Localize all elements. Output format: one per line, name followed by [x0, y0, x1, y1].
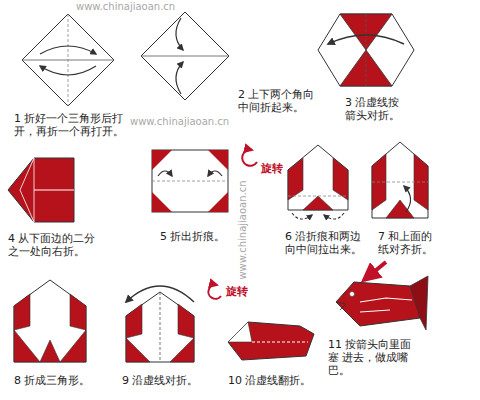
step9-figure-part [170, 338, 194, 362]
step3-figure-part [328, 35, 404, 44]
step11-figure-part [350, 292, 355, 297]
step5-figure-part [208, 171, 222, 176]
step6-figure [288, 145, 348, 219]
step-caption: 10 沿虚线翻折。 [228, 374, 312, 387]
step3-figure-part [318, 14, 414, 86]
step8-figure-part [14, 330, 40, 362]
step-caption: 11 按箭头向里面塞 进去，做成嘴巴。 [328, 338, 420, 377]
rotate-icon-part [208, 285, 221, 299]
step9-figure-part [126, 338, 150, 362]
step8-figure [14, 280, 86, 362]
step-caption: 7 和上面的 纸对齐折。 [378, 230, 437, 256]
step9-figure [126, 286, 194, 362]
step8-figure-part [70, 294, 86, 330]
rotate-icon [208, 285, 221, 299]
step8-figure-part [14, 280, 86, 362]
step6-figure-part [288, 196, 348, 197]
step9-figure-part [126, 286, 194, 302]
step11-figure-part [410, 276, 428, 330]
step6-figure-part [333, 158, 348, 200]
step8-figure-part [60, 330, 86, 362]
step11-figure-part [364, 262, 386, 280]
step6-figure-part [303, 196, 333, 210]
step3-figure-part [366, 14, 367, 86]
step10-figure-part [252, 342, 308, 343]
step7-figure-part [372, 142, 428, 218]
step9-figure-part [160, 292, 161, 362]
step7-figure-part [414, 154, 428, 210]
rotate-icon [242, 150, 257, 166]
step4-figure [8, 158, 74, 222]
step-caption: 8 折成三角形。 [14, 374, 91, 387]
step1-figure-part [22, 14, 114, 106]
step10-figure [228, 322, 314, 360]
step7-figure [372, 142, 428, 218]
step2-figure-part [176, 18, 183, 50]
step2-figure-part [141, 12, 229, 100]
step11-figure-part [336, 282, 420, 326]
step11-figure [336, 262, 428, 330]
step9-figure-part [178, 304, 194, 338]
step5-figure-part [208, 192, 228, 212]
step8-figure-part [40, 340, 60, 362]
step8-figure-part [14, 294, 30, 330]
step6-figure-part [288, 158, 303, 200]
step6-figure-part [324, 213, 344, 219]
step-caption: 2 上下两个角向 中间折起来。 [238, 88, 317, 114]
rotate-label: 旋转 [226, 285, 248, 298]
step5-figure-part [152, 150, 172, 170]
step7-figure-part [404, 186, 411, 212]
step9-figure-part [126, 292, 194, 362]
step4-figure-part [20, 158, 34, 222]
step1-figure [22, 14, 114, 106]
step5-figure-part [152, 181, 228, 182]
watermark: www.chinajiaoan.cn [76, 1, 175, 13]
step11-figure-part [336, 302, 346, 310]
step-caption: 4 从下面边的二分 之一处向右折。 [8, 232, 98, 258]
step-caption: 1 折好一个三角形后打 开，再折一个再打开。 [14, 112, 136, 138]
step3-figure [318, 14, 414, 86]
step11-figure-part [360, 310, 390, 312]
step9-figure-part [126, 304, 142, 338]
step10-figure-part [228, 322, 252, 342]
step2-figure-part [141, 56, 229, 57]
step-caption: 5 折出折痕。 [160, 230, 226, 243]
step6-figure-part [288, 145, 348, 210]
step5-figure-part [208, 150, 228, 170]
watermark: www.chinajiaoan.cn [237, 180, 249, 279]
step4-figure-part [8, 158, 74, 222]
step11-figure-part [360, 298, 412, 302]
step4-figure-part [34, 190, 74, 191]
step5-figure-part [152, 192, 172, 212]
rotate-label: 旋转 [261, 162, 283, 175]
step10-figure-part [228, 322, 314, 360]
step-caption: 6 沿折痕和两边 向中间拉出来。 [285, 230, 365, 256]
watermark: www.chinajiaoan.cn [130, 116, 229, 128]
step5-figure [152, 150, 228, 212]
step6-figure-part [292, 213, 312, 219]
step1-figure-part [40, 66, 96, 75]
step-caption: 9 沿虚线对折。 [122, 374, 199, 387]
rotate-icon-part [242, 150, 257, 166]
step1-figure-part [40, 46, 96, 54]
step-caption: 3 沿虚线按 箭头对折。 [345, 96, 404, 122]
step1-figure-part [68, 14, 69, 106]
step5-figure-part [152, 150, 228, 212]
step5-figure-part [158, 171, 172, 176]
step2-figure [141, 12, 229, 100]
step2-figure-part [176, 62, 183, 94]
step7-figure-part [372, 182, 428, 183]
